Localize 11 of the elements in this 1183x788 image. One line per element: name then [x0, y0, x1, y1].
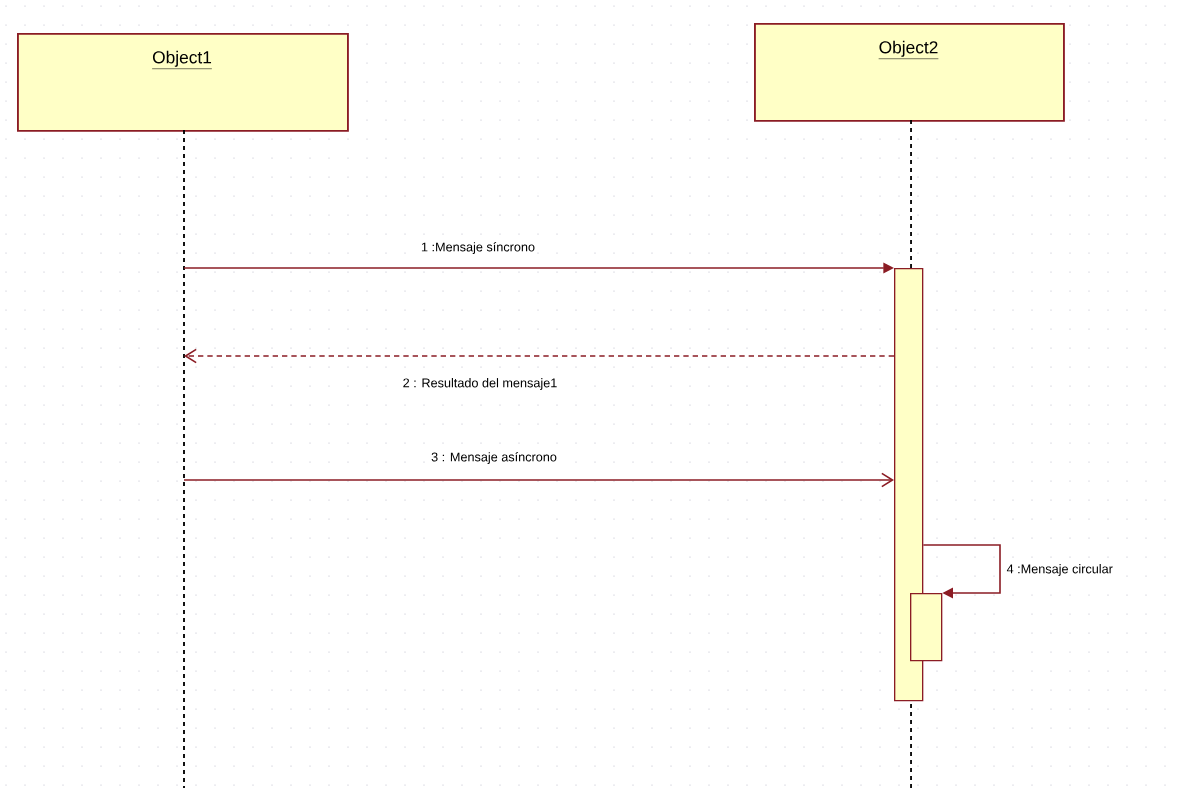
message-label: 1 :Mensaje síncrono — [419, 240, 537, 256]
message-label: 4 :Mensaje circular — [1005, 562, 1115, 578]
lifeline — [183, 129, 185, 788]
message-arrow — [922, 544, 1001, 599]
activation-bar — [910, 593, 943, 662]
object-box: Object1 — [17, 33, 349, 132]
message-label: 2 : Resultado del mensaje1 — [401, 376, 559, 392]
object-box: Object2 — [754, 23, 1065, 122]
message-arrow — [184, 348, 895, 364]
message-label: 3 : Mensaje asíncrono — [429, 450, 559, 466]
message-arrow — [183, 472, 894, 488]
